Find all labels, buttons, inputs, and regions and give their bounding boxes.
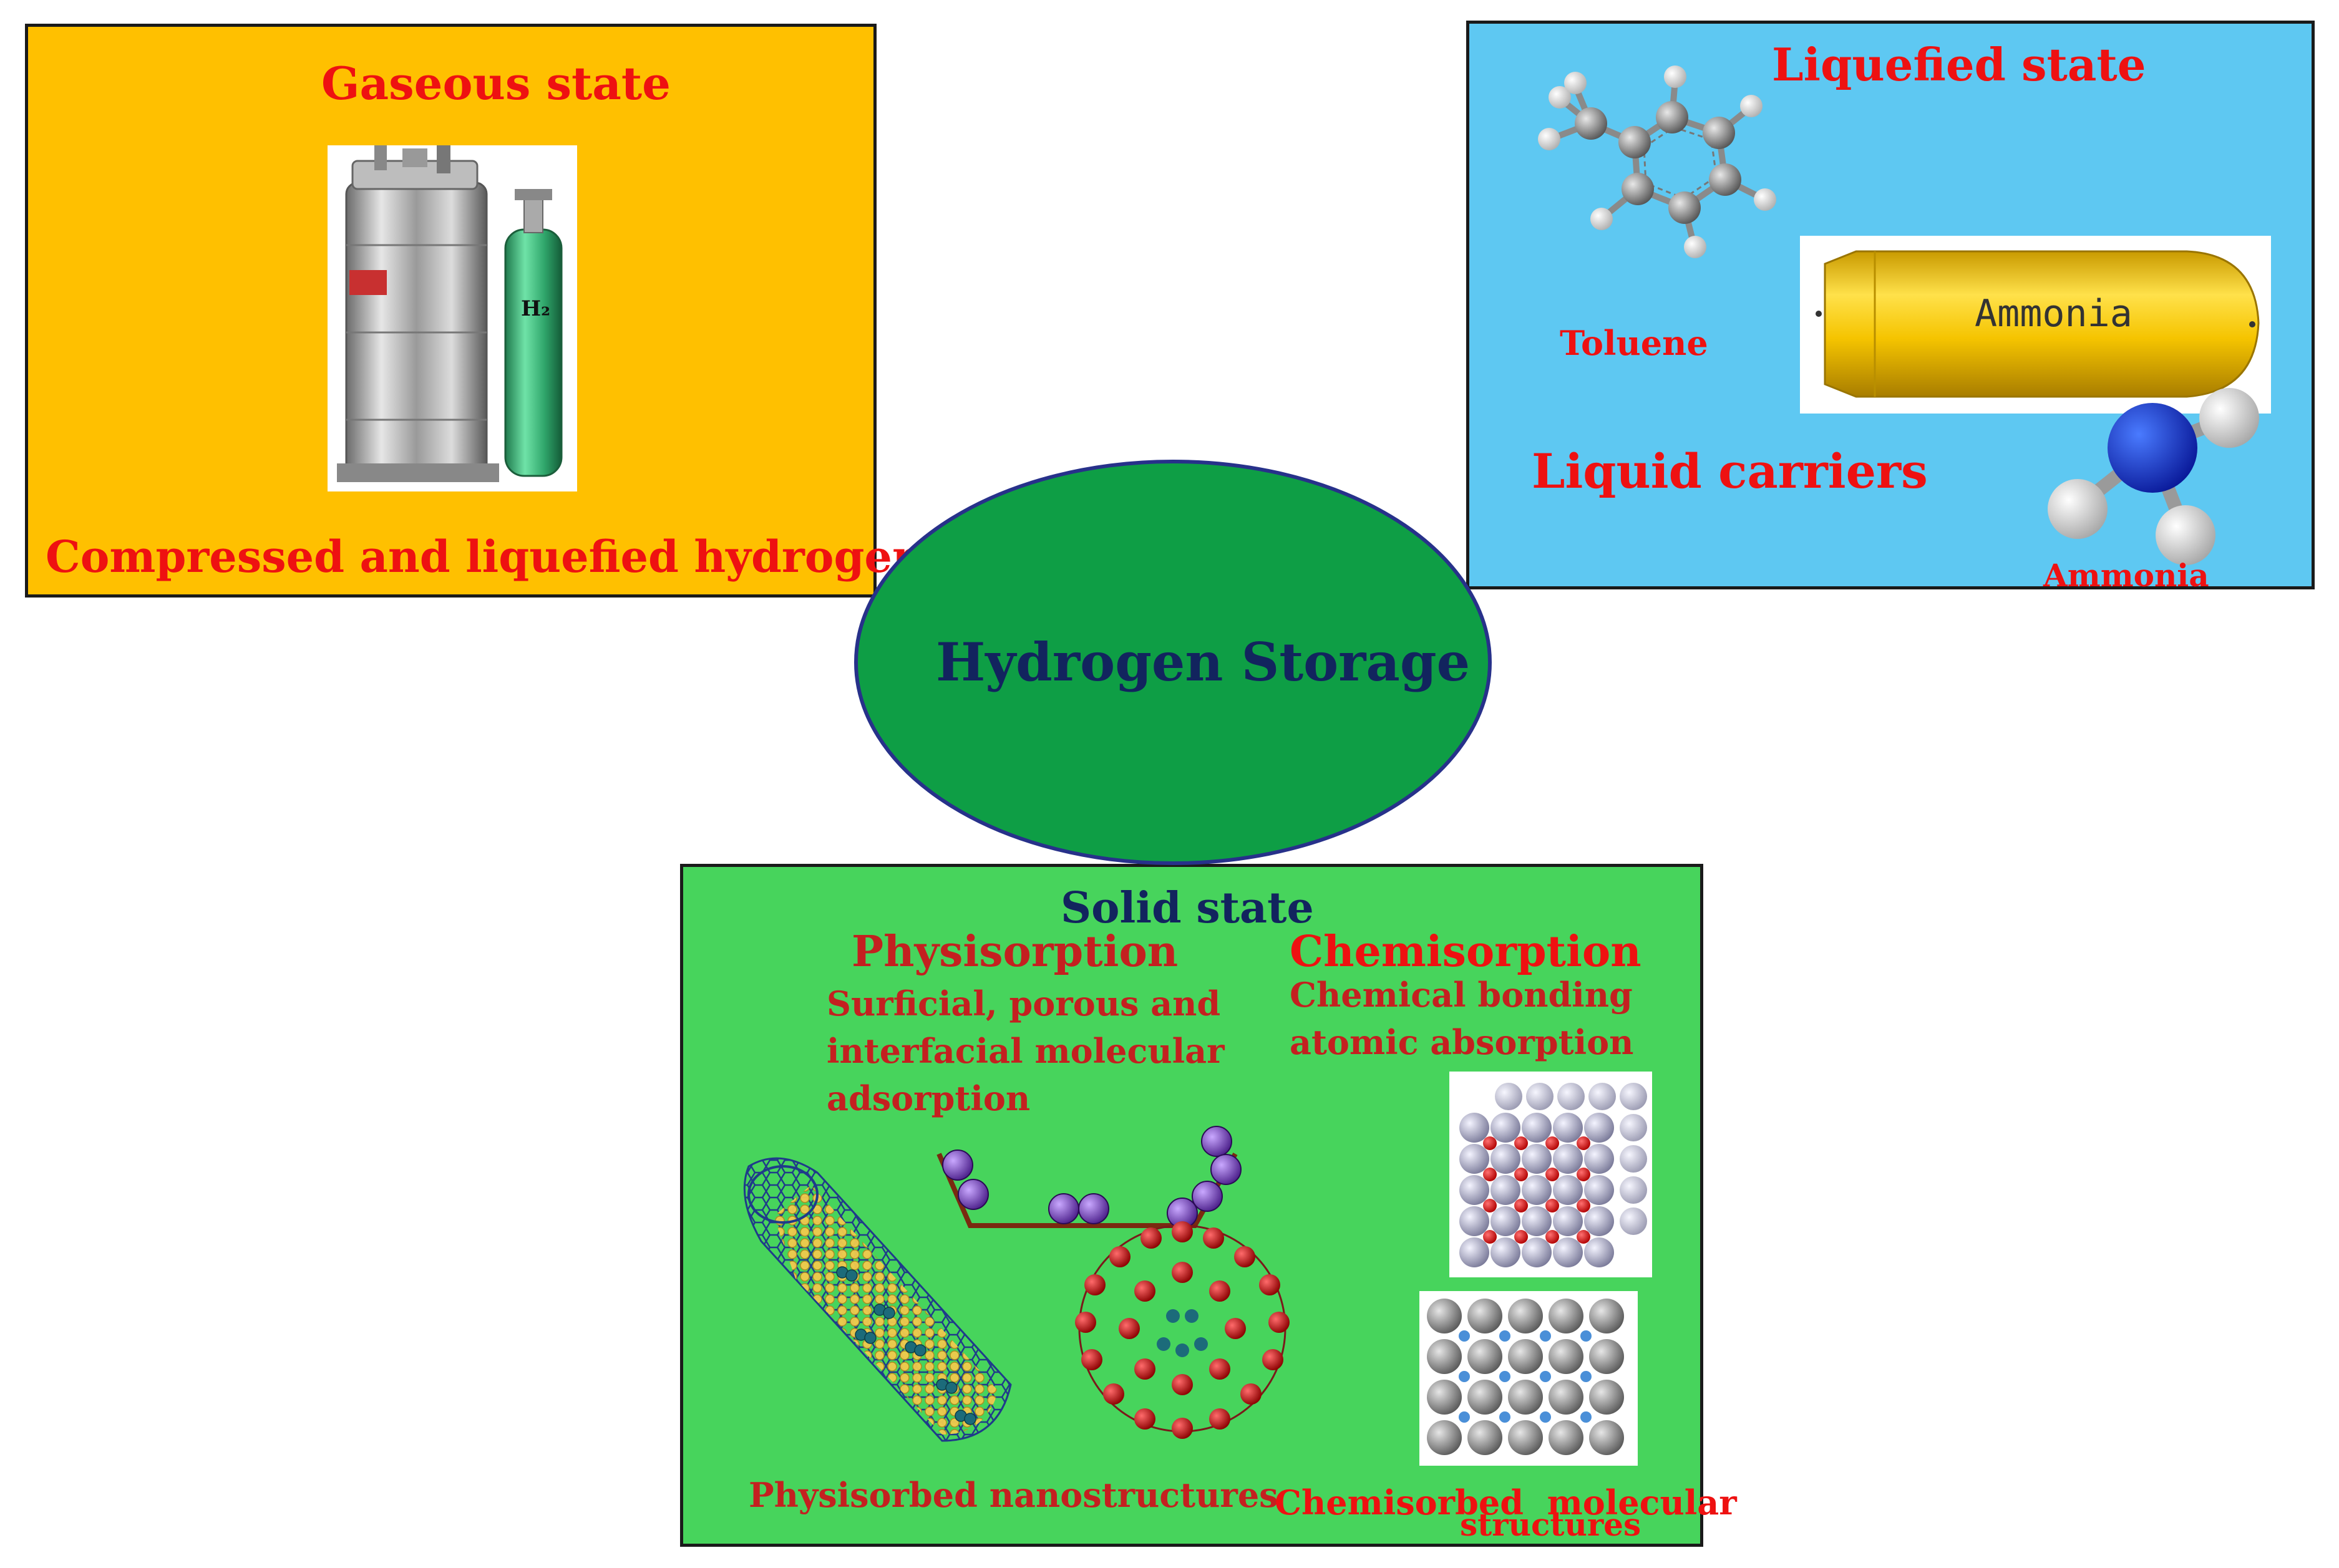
lattice-illustration — [1459, 1083, 1647, 1267]
chemisorbed-caption-line-1: Chemisorbed molecular — [1275, 1483, 1737, 1522]
chemisorption-line-1: Chemical bonding — [1290, 975, 1633, 1015]
physisorption-line-1: Surficial, porous and — [827, 984, 1221, 1024]
ammonia-tank-image: Ammonia — [1800, 236, 2271, 414]
h2-cylinder-label: H₂ — [521, 296, 551, 321]
chemisorbed-grid-image — [1419, 1291, 1638, 1466]
hydrogen-tanks-image: H₂ — [328, 145, 577, 491]
chemisorption-heading: Chemisorption — [1290, 927, 1641, 977]
liquefied-heading: Liquefied state — [1772, 38, 2146, 91]
gaseous-state-panel: Gaseous state — [25, 24, 924, 598]
hydrogen-storage-ellipse — [854, 460, 1492, 865]
toluene-molecule-illustration — [1538, 65, 1776, 258]
fullerene-illustration — [1075, 1221, 1290, 1439]
gaseous-caption: Compressed and liquefied hydrogen — [46, 531, 924, 583]
metal-hydride-lattice-image — [1449, 1072, 1652, 1277]
liquefied-state-panel: Liquefied state Toluene Ammonia Liquid c… — [1466, 21, 2315, 594]
surface-adsorption-illustration — [936, 1126, 1242, 1229]
ammonia-tank-illustration — [1816, 250, 2260, 398]
solid-state-panel: Solid state Physisorption Surficial, por… — [680, 864, 1737, 1547]
atom-grid-illustration — [1427, 1299, 1624, 1455]
solid-heading: Solid state — [1061, 883, 1314, 933]
toluene-label: Toluene — [1560, 323, 1708, 363]
physisorption-heading: Physisorption — [852, 927, 1179, 977]
liquid-carriers-label: Liquid carriers — [1532, 443, 1928, 499]
physisorbed-caption: Physisorbed nanostructures — [749, 1475, 1278, 1515]
chemisorbed-caption-line-2: structures — [1460, 1506, 1641, 1543]
chemisorption-line-2: atomic absorption — [1290, 1022, 1634, 1062]
carbon-nanotube-illustration — [743, 1157, 1012, 1442]
tank-ammonia-label: Ammonia — [1975, 292, 2132, 336]
ammonia-label: Ammonia — [2043, 557, 2209, 594]
center-title: Hydrogen Storage — [936, 631, 1471, 693]
gaseous-heading: Gaseous state — [321, 57, 671, 110]
hydrogen-tanks-illustration — [337, 145, 563, 482]
physisorption-line-2: interfacial molecular — [827, 1031, 1225, 1071]
physisorption-line-3: adsorption — [827, 1078, 1031, 1118]
ammonia-molecule-illustration — [2048, 388, 2259, 565]
